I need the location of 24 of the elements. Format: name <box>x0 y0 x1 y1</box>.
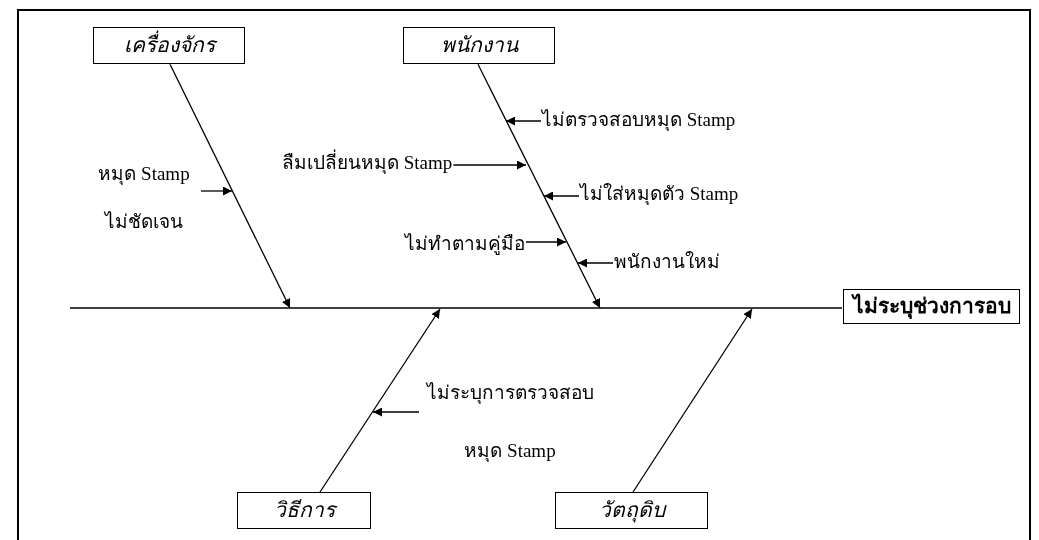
cause-arrow <box>577 258 614 268</box>
cause-arrow <box>200 186 233 196</box>
cause-arrow <box>525 237 567 247</box>
cause-label: หมุด Stamp ไม่ชัดเจน <box>88 150 200 246</box>
bone-arrow <box>477 63 601 309</box>
cause-label: ลืมเปลี่ยนหมุด Stamp <box>282 151 453 176</box>
category-box: วิธีการ <box>237 492 371 530</box>
cause-arrow <box>543 191 580 201</box>
category-box: พนักงาน <box>403 27 555 65</box>
bone-arrow <box>169 63 291 309</box>
category-box: เครื่องจักร <box>93 27 245 65</box>
bone-arrow <box>632 308 753 493</box>
cause-label: ไม่ทำตามคู่มือ <box>405 232 525 257</box>
cause-label: พนักงานใหม่ <box>614 250 720 275</box>
bone-arrow <box>319 308 441 493</box>
category-box: วัตถุดิบ <box>555 492 708 530</box>
cause-arrow <box>372 407 420 417</box>
cause-arrow <box>505 116 542 126</box>
cause-label: ไม่ตรวจสอบหมุด Stamp <box>542 108 736 133</box>
cause-label: ไม่ระบุการตรวจสอบ หมุด Stamp <box>420 364 600 480</box>
effect-box: ไม่ระบุช่วงการอบ <box>843 289 1020 325</box>
cause-label: ไม่ใส่หมุดตัว Stamp <box>580 182 739 207</box>
spine-line <box>69 307 843 309</box>
cause-arrow <box>452 160 527 170</box>
